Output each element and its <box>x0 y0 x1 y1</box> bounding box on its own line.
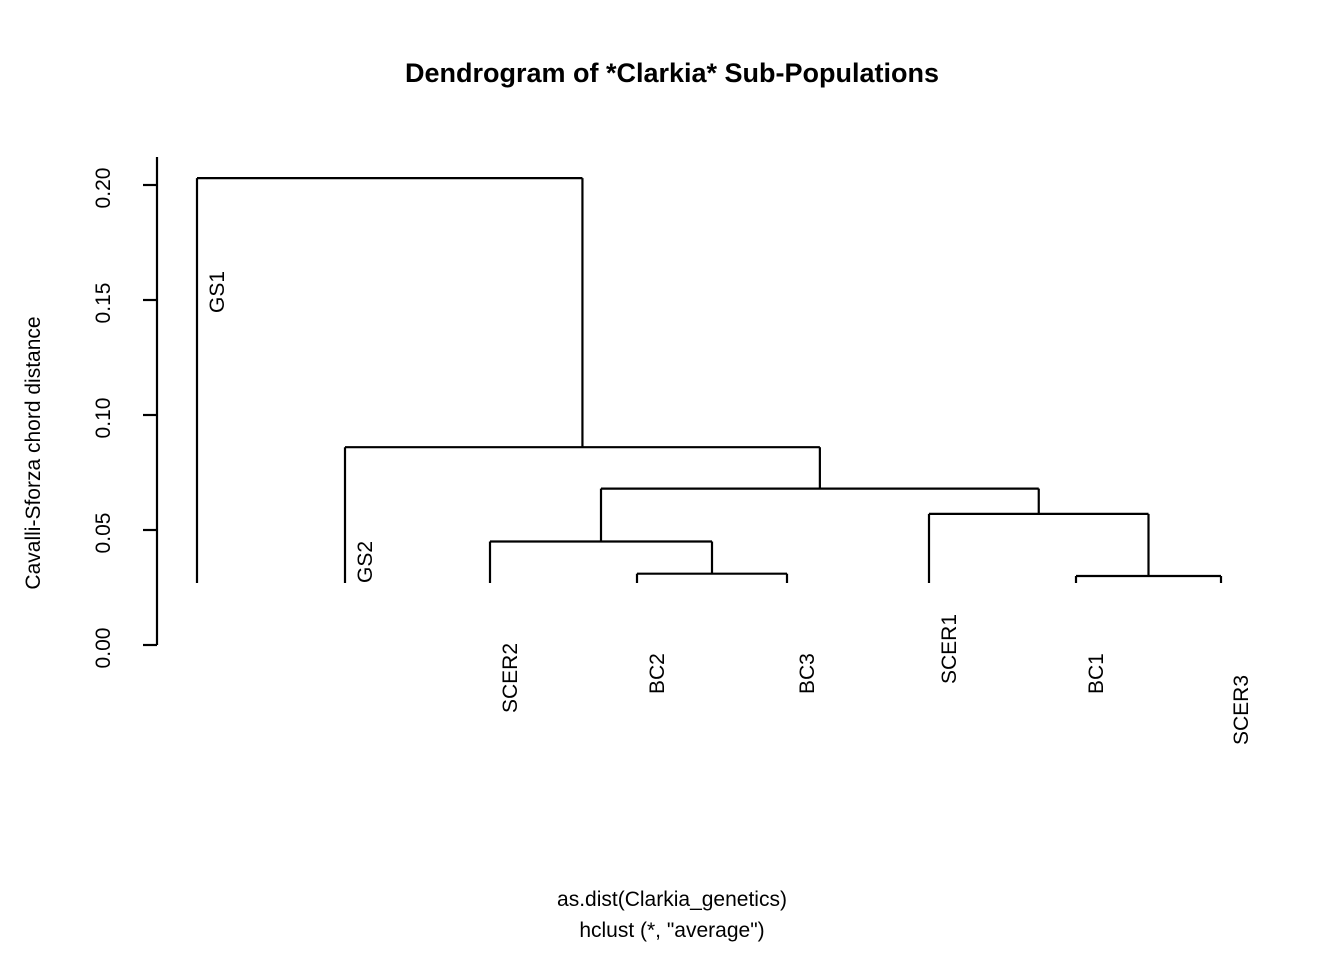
dendrogram-branches <box>195 177 1223 583</box>
x-caption-line-2: hclust (*, "average") <box>579 919 765 942</box>
page-title: Dendrogram of *Clarkia* Sub-Populations <box>404 58 940 88</box>
y-axis <box>143 157 159 647</box>
x-caption-line-1: as.dist(Clarkia_genetics) <box>557 888 787 911</box>
